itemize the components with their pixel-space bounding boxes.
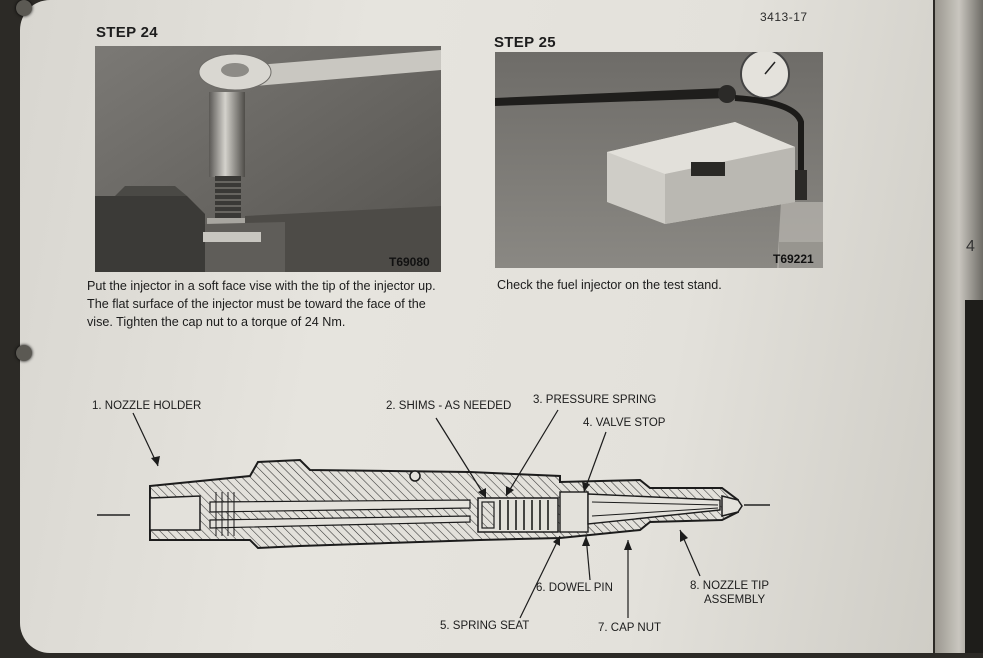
step-25-caption: Check the fuel injector on the test stan… (497, 278, 722, 292)
label-shims: 2. SHIMS - AS NEEDED (386, 400, 512, 412)
injector-cross-section-diagram: 1. NOZZLE HOLDER 2. SHIMS - AS NEEDED 3.… (0, 380, 983, 653)
adjacent-page-shadow (965, 300, 983, 653)
label-nozzle-holder: 1. NOZZLE HOLDER (92, 400, 202, 412)
binder-ring (16, 0, 32, 16)
label-spring-seat: 5. SPRING SEAT (440, 620, 530, 632)
label-nozzle-tip-assembly: ASSEMBLY (704, 594, 766, 606)
step-25-photo-code: T69221 (773, 252, 814, 266)
binder-ring (16, 345, 32, 361)
step-24-title: STEP 24 (96, 24, 158, 41)
step-25-title: STEP 25 (494, 34, 556, 51)
step-24-photo-code: T69080 (389, 255, 430, 269)
label-valve-stop: 4. VALVE STOP (583, 417, 666, 429)
step-25-photo (495, 52, 823, 268)
label-nozzle-tip: 8. NOZZLE TIP (690, 580, 770, 592)
label-cap-nut: 7. CAP NUT (598, 622, 662, 634)
page-number: 3413-17 (760, 10, 808, 24)
label-pressure-spring: 3. PRESSURE SPRING (533, 394, 657, 406)
label-dowel-pin: 6. DOWEL PIN (536, 582, 613, 594)
step-24-photo (95, 46, 441, 272)
side-tab-number: 4 (966, 238, 975, 255)
step-24-caption: Put the injector in a soft face vise wit… (87, 279, 436, 329)
